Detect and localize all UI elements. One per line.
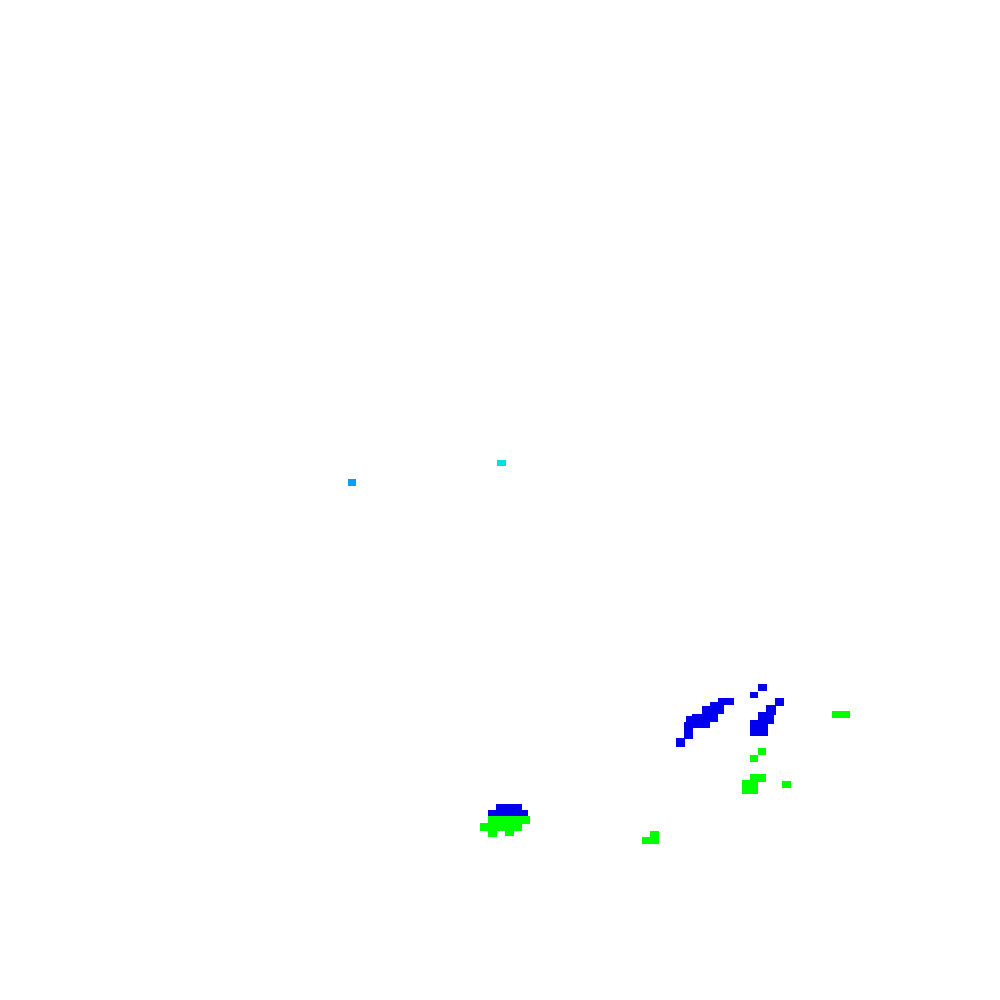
green-cell <box>642 837 659 844</box>
blue-cell <box>758 684 767 691</box>
green-cell <box>782 781 791 788</box>
green-cell <box>750 755 758 762</box>
blue-cell <box>775 698 784 706</box>
blue-cell <box>684 722 693 731</box>
cyan-speck <box>497 460 506 466</box>
blue-cell <box>676 738 685 747</box>
blue-cell <box>684 730 693 739</box>
green-cell <box>488 829 497 837</box>
blue-cell <box>750 720 768 736</box>
blue-cell <box>766 705 776 715</box>
blue-cell <box>718 698 734 705</box>
green-cell <box>750 774 766 782</box>
green-cell <box>480 823 522 831</box>
green-cell <box>742 780 758 794</box>
blue-cell <box>750 692 758 698</box>
green-cell <box>650 831 659 839</box>
green-cell <box>758 748 766 755</box>
blue-cell <box>488 810 528 818</box>
green-cell <box>505 829 514 836</box>
blue-cell <box>496 804 522 814</box>
green-cell <box>832 711 850 718</box>
green-cell <box>488 816 530 824</box>
sky-speck <box>348 479 356 486</box>
